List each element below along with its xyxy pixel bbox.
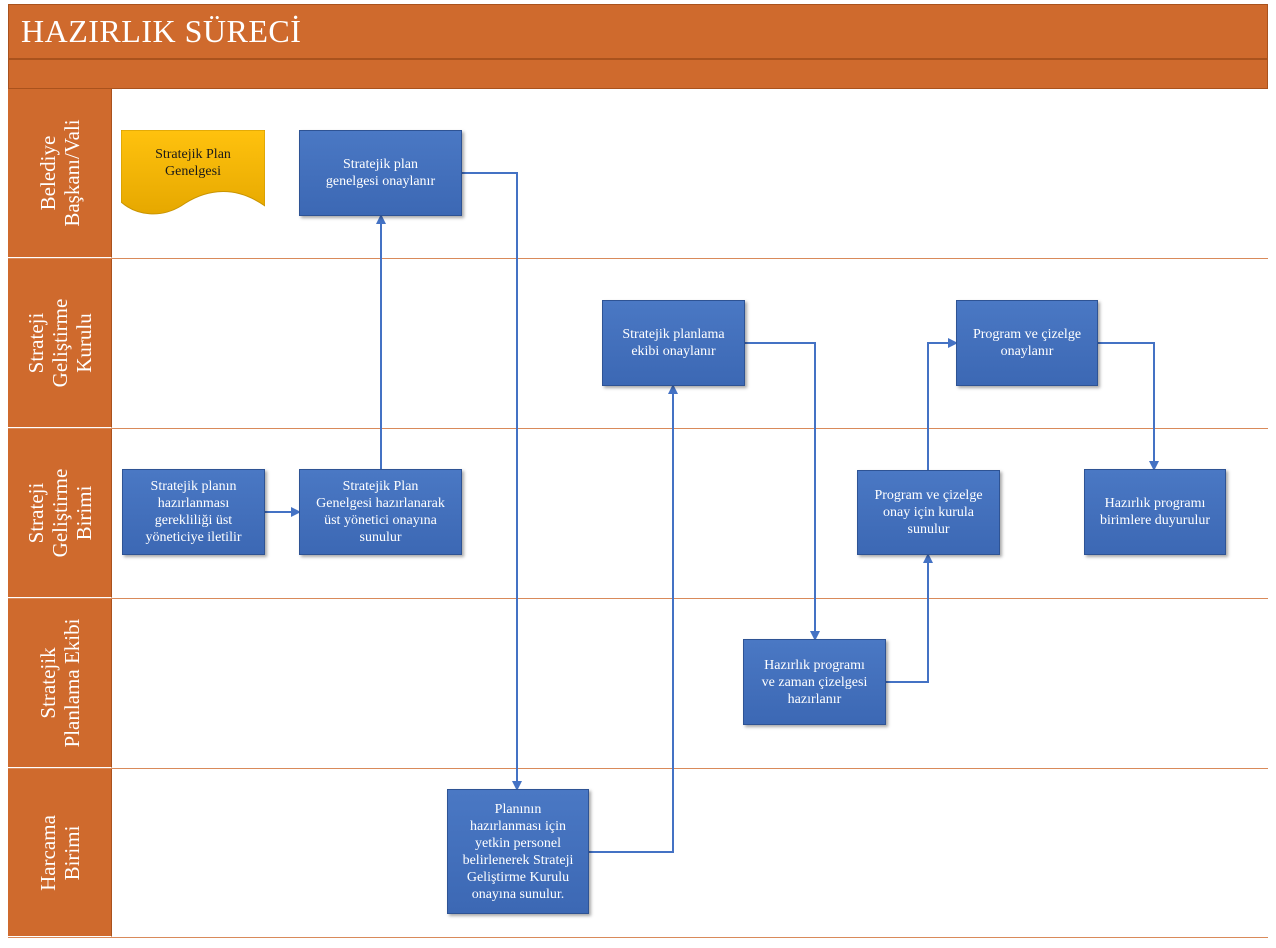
node-personel-belirlenir[interactable]: Planının hazırlanması için yetkin person… [447, 789, 589, 914]
connector-program-hazirlama-to-sunum [886, 553, 933, 683]
document-label: Stratejik Plan Genelgesi [155, 147, 231, 179]
lane-label: Strateji Geliştirme Birimi [8, 429, 112, 598]
connector-personel-to-ekip-onay [589, 384, 678, 853]
lane-label: Strateji Geliştirme Kurulu [8, 259, 112, 428]
node-genelge-onaylanir[interactable]: Stratejik plan genelgesi onaylanır [299, 130, 462, 216]
node-program-duyurulur[interactable]: Hazırlık programı birimlere duyurulur [1084, 469, 1226, 555]
process-header: HAZIRLIK SÜRECİ [8, 4, 1268, 59]
node-ekip-onaylanir[interactable]: Stratejik planlama ekibi onaylanır [602, 300, 745, 386]
lane-label: Belediye Başkanı/Vali [8, 89, 112, 258]
node-program-sunulur[interactable]: Program ve çizelge onay için kurula sunu… [857, 470, 1000, 555]
connector-program-onay-to-duyuru [1098, 342, 1159, 471]
lane-belediye-baskani: Belediye Başkanı/Vali [8, 89, 1268, 259]
lane-label: Stratejik Planlama Ekibi [8, 599, 112, 768]
node-program-onaylanir[interactable]: Program ve çizelge onaylanır [956, 300, 1098, 386]
connector-ekip-onay-to-program-hazirlama [745, 342, 820, 641]
document-shape [121, 130, 265, 215]
node-program-hazirlanir[interactable]: Hazırlık programı ve zaman çizelgesi haz… [743, 639, 886, 725]
connector-genelge-onay-to-personel [462, 172, 522, 791]
node-gereklilik-iletilir[interactable]: Stratejik planın hazırlanması gerekliliğ… [122, 469, 265, 555]
lane-stratejik-planlama-ekibi: Stratejik Planlama Ekibi [8, 599, 1268, 769]
lane-strateji-gelistirme-kurulu: Strateji Geliştirme Kurulu [8, 259, 1268, 429]
lane-strateji-gelistirme-birimi: Strateji Geliştirme Birimi [8, 429, 1268, 599]
lane-harcama-birimi: Harcama Birimi [8, 769, 1268, 938]
node-genelge-hazirlanir[interactable]: Stratejik Plan Genelgesi hazırlanarak üs… [299, 469, 462, 555]
connector-sunum-to-program-onay [927, 338, 958, 470]
lane-label: Harcama Birimi [8, 769, 112, 937]
header-band [8, 59, 1268, 89]
page-title: HAZIRLIK SÜRECİ [21, 13, 302, 49]
